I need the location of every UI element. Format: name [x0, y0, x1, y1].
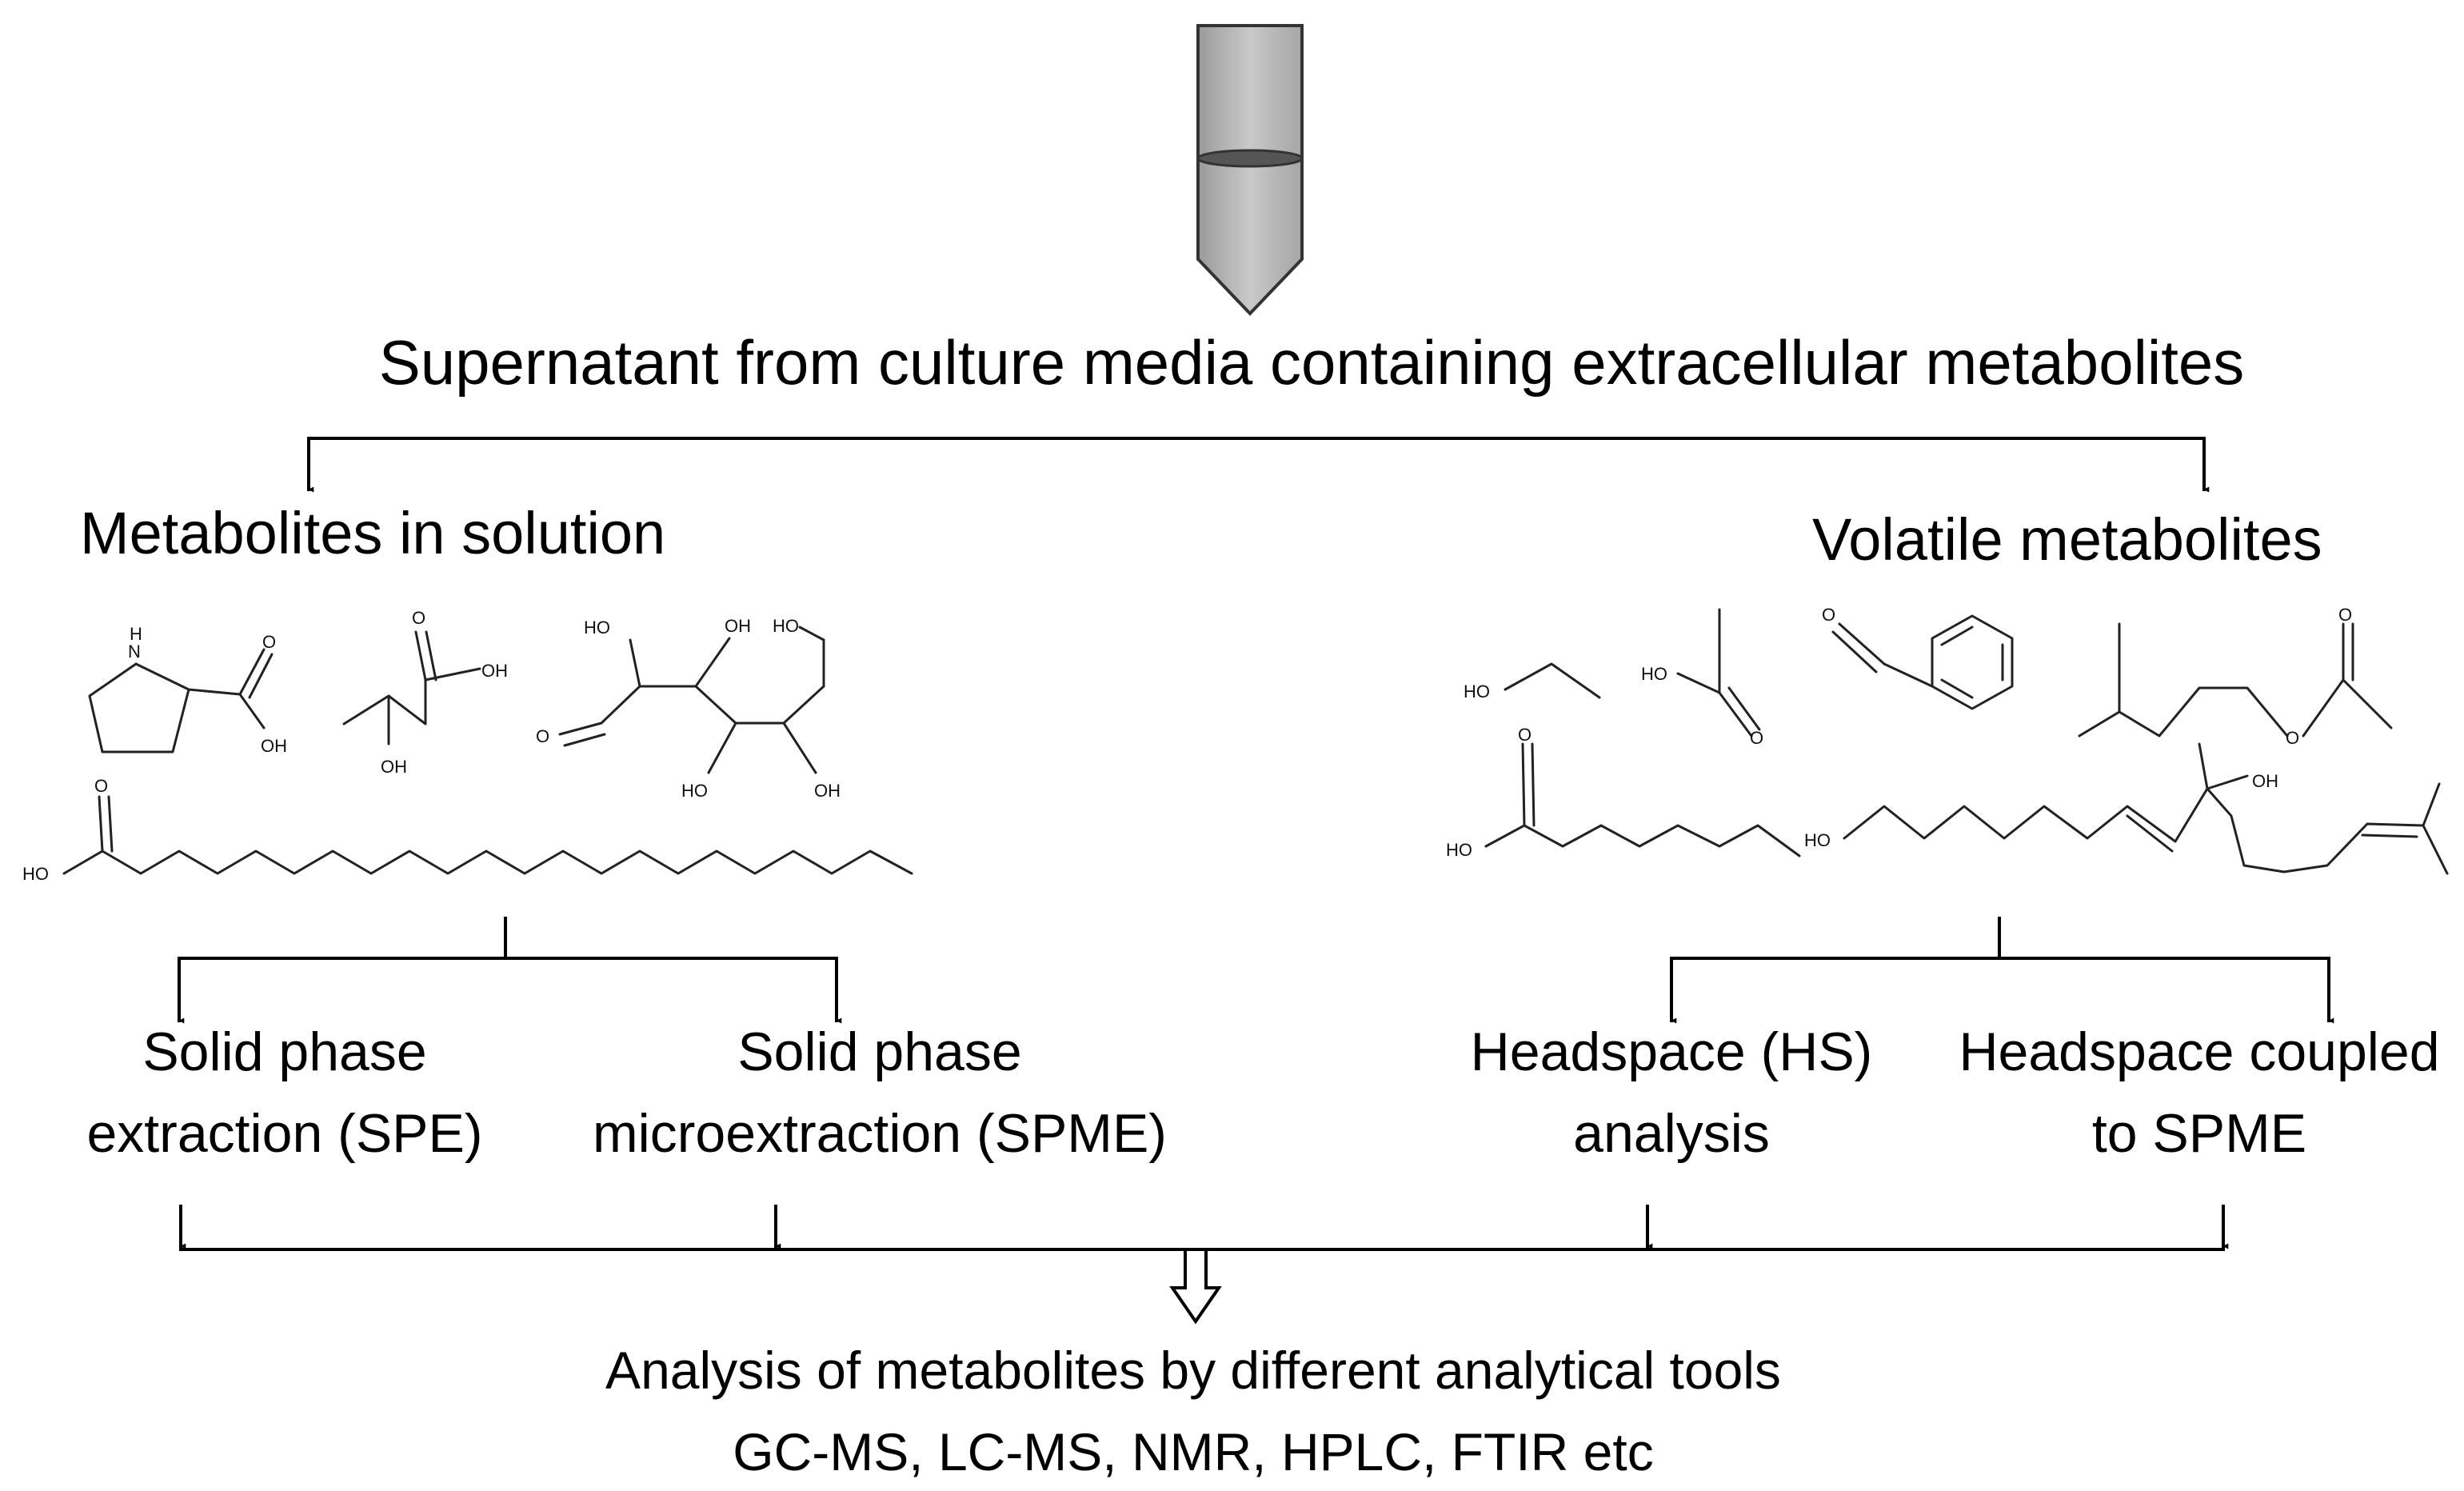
benzaldehyde-o-label: O [1822, 605, 1835, 625]
palmitic-ho-label: HO [22, 864, 49, 884]
result-line2: GC-MS, LC-MS, NMR, HPLC, FTIR etc [733, 1422, 1653, 1481]
palmitic-acid-structure: O HO [22, 776, 913, 884]
hexanoic-o-label: O [1518, 725, 1532, 745]
acetic-o-label: O [1750, 728, 1763, 748]
glucose-structure: O HO OH HO OH HO [536, 616, 841, 801]
terpene-alcohol-structure: HO OH [1804, 742, 2449, 875]
method-spe-line2: extraction (SPE) [86, 1103, 482, 1164]
source-title: Supernatant from culture media containin… [379, 327, 2245, 398]
lactic-oh-label: OH [481, 661, 508, 681]
hexanoic-acid-structure: O HO [1446, 725, 1801, 860]
glucose-oh4-label: OH [814, 781, 841, 801]
method-hs-spme-line1: Headspace coupled [1959, 1021, 2439, 1082]
glucose-ho5-label: HO [773, 616, 799, 636]
ethanol-structure: HO [1464, 662, 1601, 702]
method-hs-spme-line2: to SPME [2092, 1103, 2306, 1164]
terpene-ho-label: HO [1804, 830, 1831, 850]
isoamyl-o1-label: O [2286, 728, 2299, 748]
method-spe: Solid phase extraction (SPE) [86, 1021, 482, 1164]
hexanoic-ho-label: HO [1446, 840, 1472, 860]
proline-n-label: N [128, 642, 141, 662]
method-hs-line2: analysis [1573, 1103, 1770, 1164]
proline-o-label: O [262, 632, 276, 652]
ethanol-ho-label: HO [1464, 682, 1490, 702]
method-hs: Headspace (HS) analysis [1471, 1021, 1873, 1164]
left-method-connector [178, 917, 842, 1024]
glucose-o-label: O [536, 726, 549, 746]
lactic-o-label: O [412, 608, 425, 628]
isoamyl-acetate-structure: O O [2078, 605, 2393, 748]
benzaldehyde-structure: O [1822, 605, 2014, 710]
branch-title-solution: Metabolites in solution [80, 500, 665, 566]
glucose-oh2-label: OH [725, 616, 751, 636]
method-hs-spme: Headspace coupled to SPME [1959, 1021, 2439, 1164]
right-method-connector [1670, 917, 2334, 1024]
convergence-connector [179, 1205, 2229, 1251]
branch-title-volatile: Volatile metabolites [1812, 506, 2322, 573]
proline-structure: H N O OH [88, 624, 287, 756]
top-split-connector [307, 437, 2210, 493]
result-line1: Analysis of metabolites by different ana… [605, 1341, 1781, 1400]
lactic-acid-structure: O OH OH [342, 608, 508, 777]
method-hs-line1: Headspace (HS) [1471, 1021, 1873, 1082]
proline-h-label: H [130, 624, 142, 644]
proline-oh-label: OH [261, 736, 287, 756]
method-spme: Solid phase microextraction (SPME) [593, 1021, 1167, 1164]
method-spe-line1: Solid phase [142, 1021, 426, 1082]
terpene-oh-label: OH [2252, 771, 2278, 791]
acetic-ho-label: HO [1641, 664, 1667, 684]
glucose-ho3-label: HO [681, 781, 708, 801]
method-spme-line2: microextraction (SPME) [593, 1103, 1167, 1164]
palmitic-o-label: O [94, 776, 108, 796]
method-spme-line1: Solid phase [737, 1021, 1021, 1082]
isoamyl-o2-label: O [2338, 605, 2352, 625]
acetic-acid-structure: HO O [1641, 608, 1763, 748]
centrifuge-tube-icon [1196, 24, 1304, 316]
hollow-down-arrow-icon [1169, 1248, 1222, 1325]
lactic-oh2-label: OH [381, 757, 407, 777]
glucose-ho1-label: HO [584, 618, 610, 638]
